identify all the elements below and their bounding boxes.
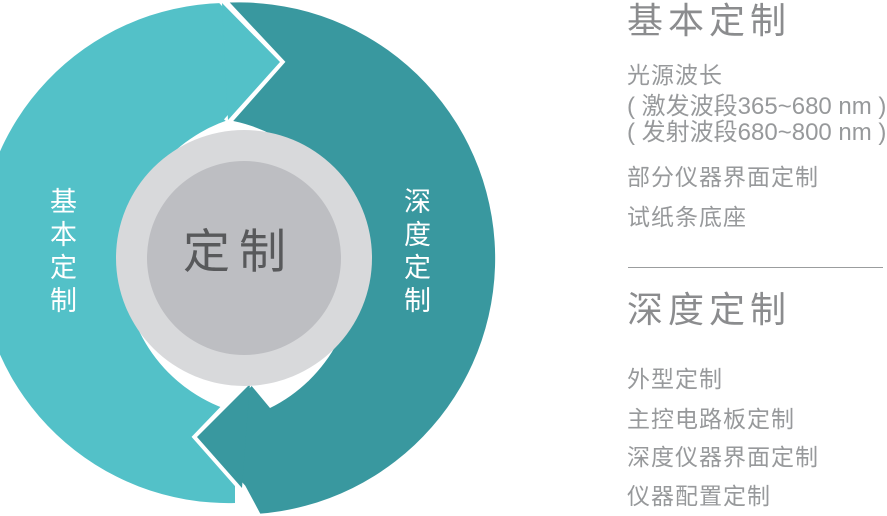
basic-arrowhead-icon [222, 3, 280, 120]
cycle-diagram [0, 2, 496, 515]
basic-item-emission-band: ( 发射波段680~800 nm ) [627, 119, 887, 146]
basic-section-title: 基本定制 [627, 0, 792, 41]
deep-arc [197, 2, 496, 515]
deep-arrowhead-icon [197, 384, 250, 488]
deep-item-mainboard: 主控电路板定制 [627, 406, 795, 432]
basic-item-strip-base: 试纸条底座 [627, 204, 747, 230]
deep-item-interface: 深度仪器界面定制 [627, 444, 819, 470]
deep-arc-label: 深度定制 [400, 187, 430, 319]
deep-item-appearance: 外型定制 [627, 366, 723, 392]
deep-item-configuration: 仪器配置定制 [627, 483, 771, 509]
deep-section-title: 深度定制 [627, 289, 792, 330]
basic-item-excitation-band: ( 激发波段365~680 nm ) [627, 93, 887, 120]
center-label: 定制 [183, 225, 295, 278]
basic-item-light-source: 光源波长 [627, 62, 723, 88]
basic-arc [0, 3, 280, 504]
section-divider [628, 267, 883, 268]
basic-item-interface: 部分仪器界面定制 [627, 164, 819, 190]
center-inner-circle [147, 161, 341, 355]
basic-arc-label: 基本定制 [46, 187, 76, 319]
